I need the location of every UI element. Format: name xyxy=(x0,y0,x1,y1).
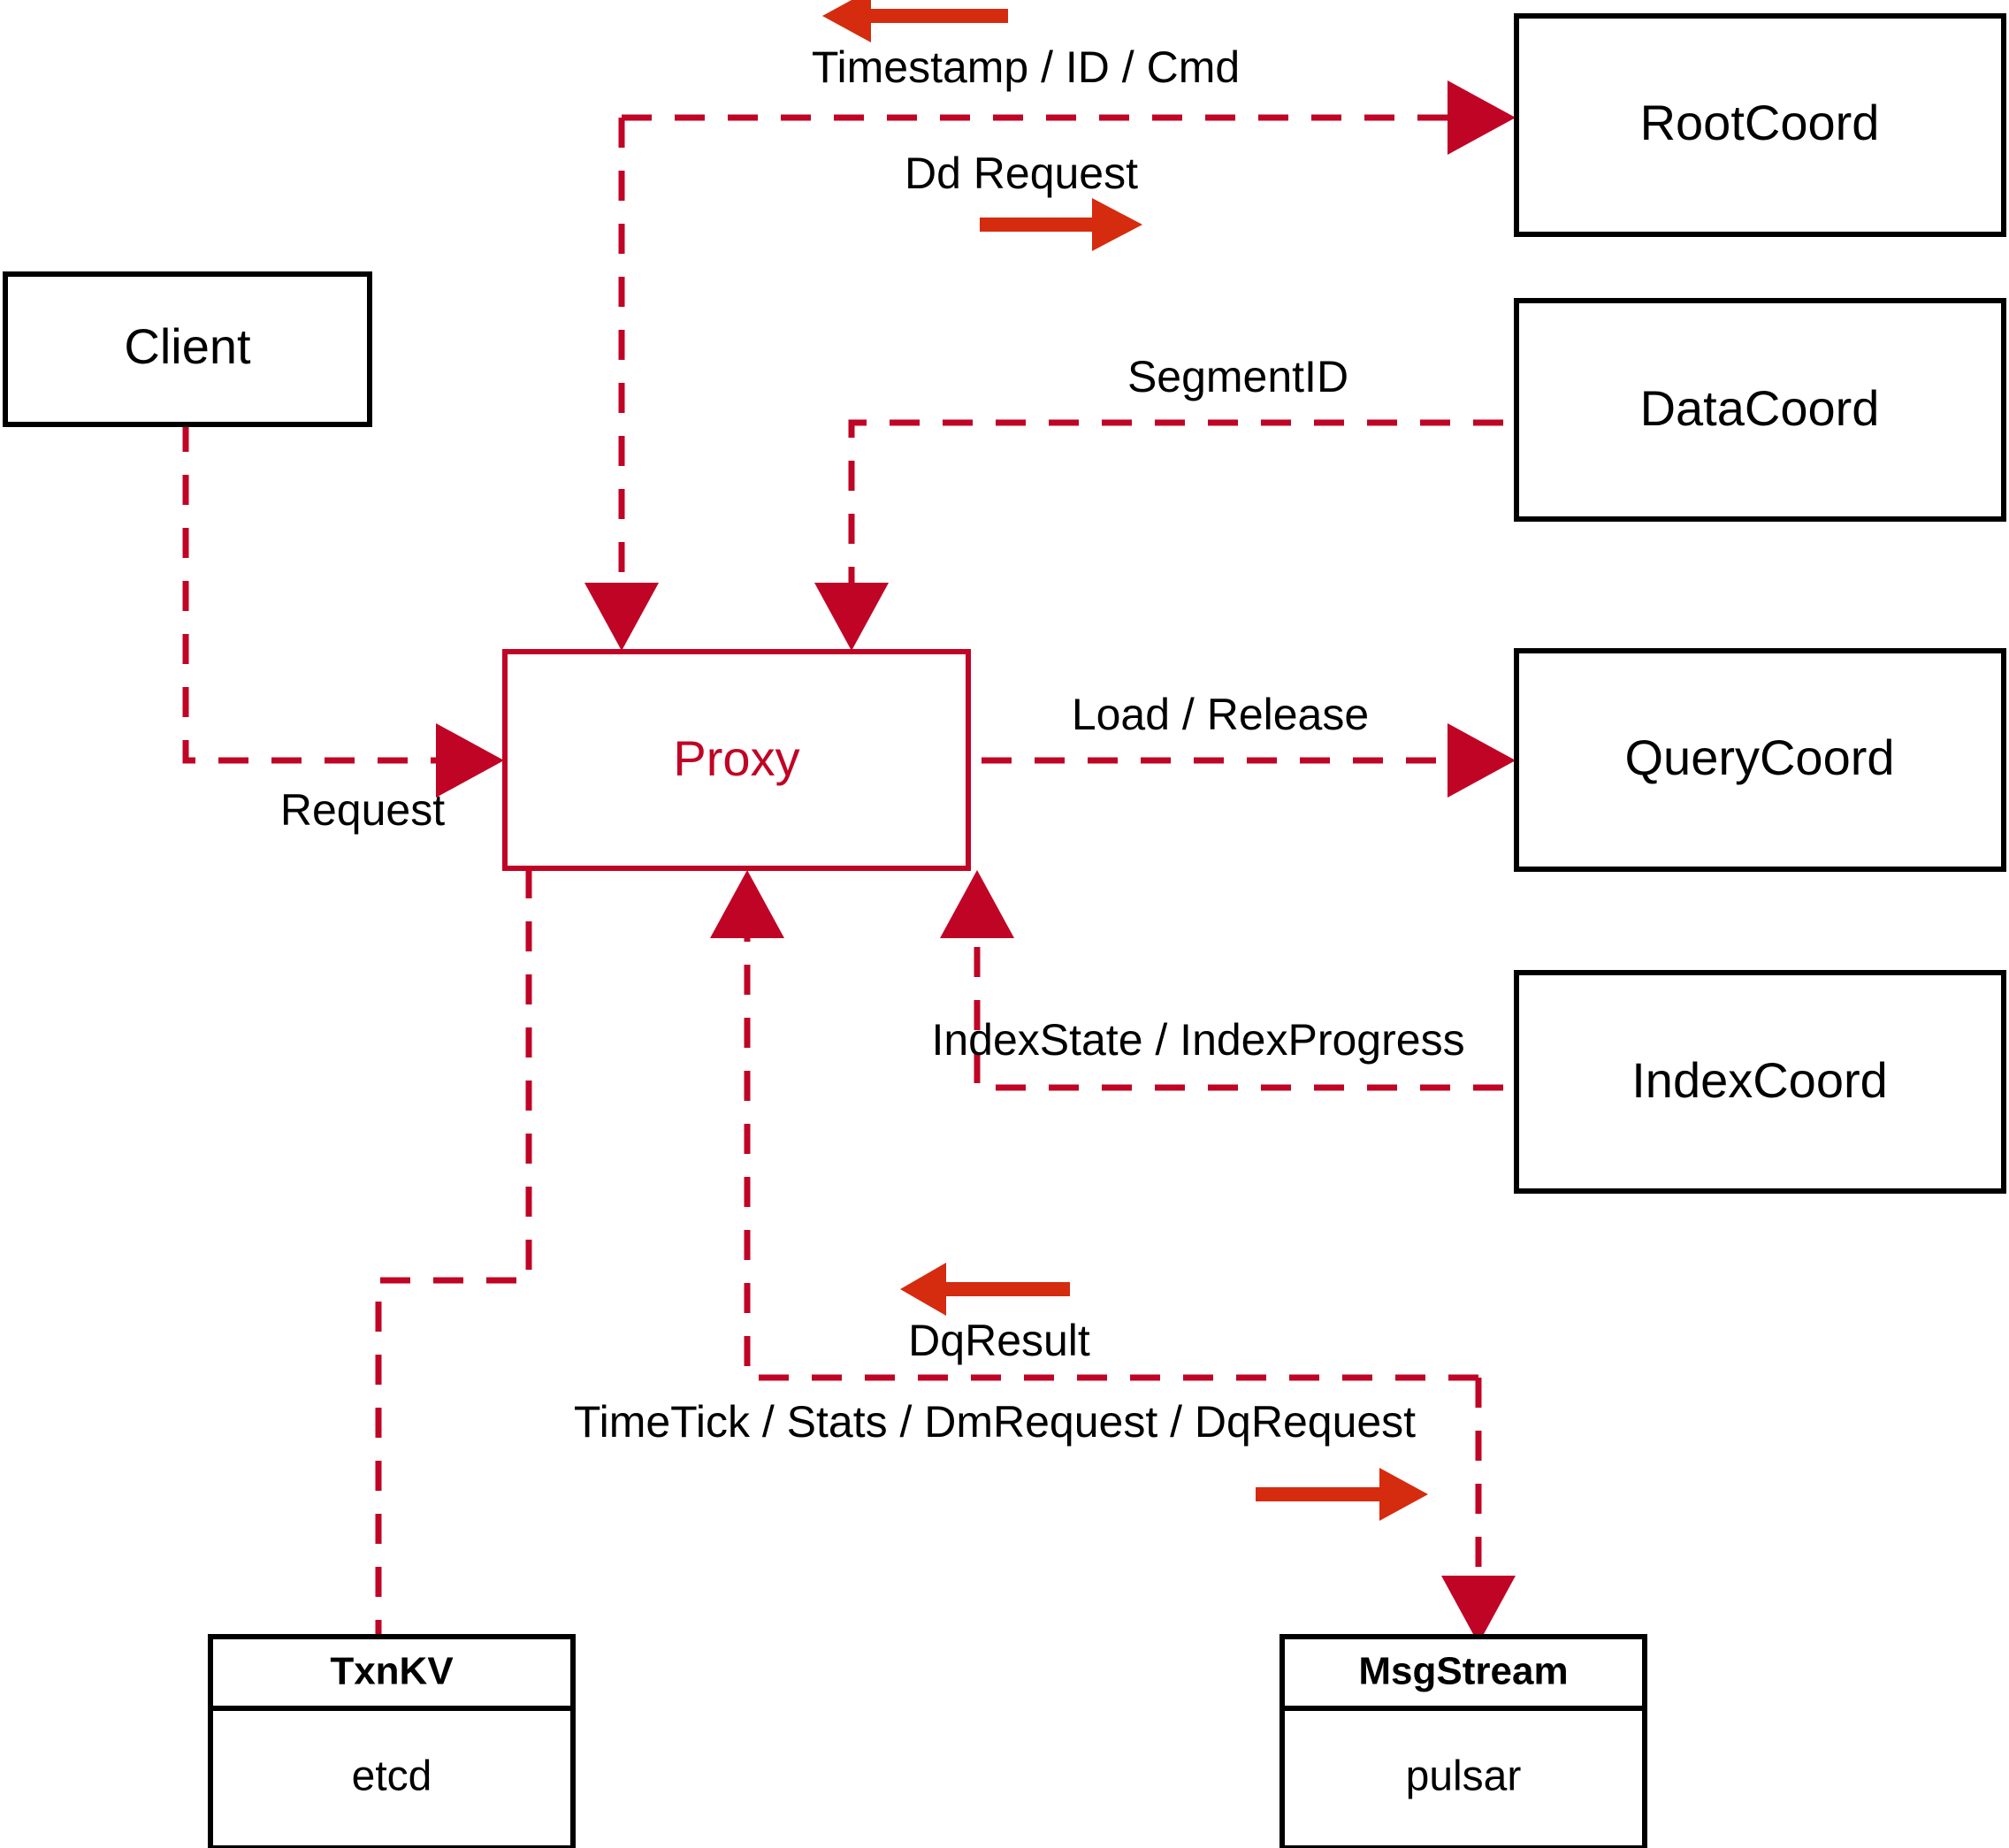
node-datacoord[interactable]: DataCoord xyxy=(1514,298,2006,522)
node-indexcoord[interactable]: IndexCoord xyxy=(1514,970,2006,1194)
node-querycoord-label: QueryCoord xyxy=(1624,729,1894,785)
node-proxy[interactable]: Proxy xyxy=(502,649,971,871)
node-txnkv-label: TxnKV xyxy=(330,1650,454,1693)
node-rootcoord[interactable]: RootCoord xyxy=(1514,13,2006,237)
direction-arrow-dqresult xyxy=(900,1263,1070,1316)
edge-msgstream-proxy xyxy=(710,870,1478,1381)
edge-label-request: Request xyxy=(280,785,445,835)
edge-proxy-txnkv xyxy=(375,868,532,1637)
direction-arrow-timestamp xyxy=(822,0,1008,42)
node-msgstream-label: MsgStream xyxy=(1358,1650,1568,1693)
node-txnkv-sublabel: etcd xyxy=(352,1753,432,1800)
node-msgstream-sublabel: pulsar xyxy=(1406,1753,1522,1800)
edge-label-timestamp-id-cmd: Timestamp / ID / Cmd xyxy=(812,42,1240,92)
node-datacoord-label: DataCoord xyxy=(1640,380,1880,436)
edge-indexcoord-proxy xyxy=(940,870,1503,1091)
direction-arrow-dd-request xyxy=(980,198,1142,251)
node-rootcoord-label: RootCoord xyxy=(1640,95,1880,150)
edge-label-load-release: Load / Release xyxy=(1072,690,1369,739)
edge-client-proxy xyxy=(182,316,504,798)
node-client[interactable]: Client xyxy=(3,271,372,427)
node-msgstream[interactable]: MsgStream pulsar xyxy=(1279,1634,1647,1848)
direction-arrow-timetick xyxy=(1256,1468,1428,1521)
edge-label-timetick-stats: TimeTick / Stats / DmRequest / DqRequest xyxy=(574,1397,1416,1447)
node-proxy-label: Proxy xyxy=(673,730,799,786)
node-client-label: Client xyxy=(124,318,251,374)
edge-label-segmentid: SegmentID xyxy=(1127,352,1348,401)
node-txnkv[interactable]: TxnKV etcd xyxy=(208,1634,576,1848)
node-indexcoord-label: IndexCoord xyxy=(1631,1052,1888,1108)
node-querycoord[interactable]: QueryCoord xyxy=(1514,648,2006,872)
edge-label-dqresult: DqResult xyxy=(908,1316,1090,1365)
edge-datacoord-proxy xyxy=(814,419,1503,651)
edge-label-dd-request: Dd Request xyxy=(905,149,1138,198)
edge-label-indexstate-indexprogress: IndexState / IndexProgress xyxy=(931,1015,1464,1065)
